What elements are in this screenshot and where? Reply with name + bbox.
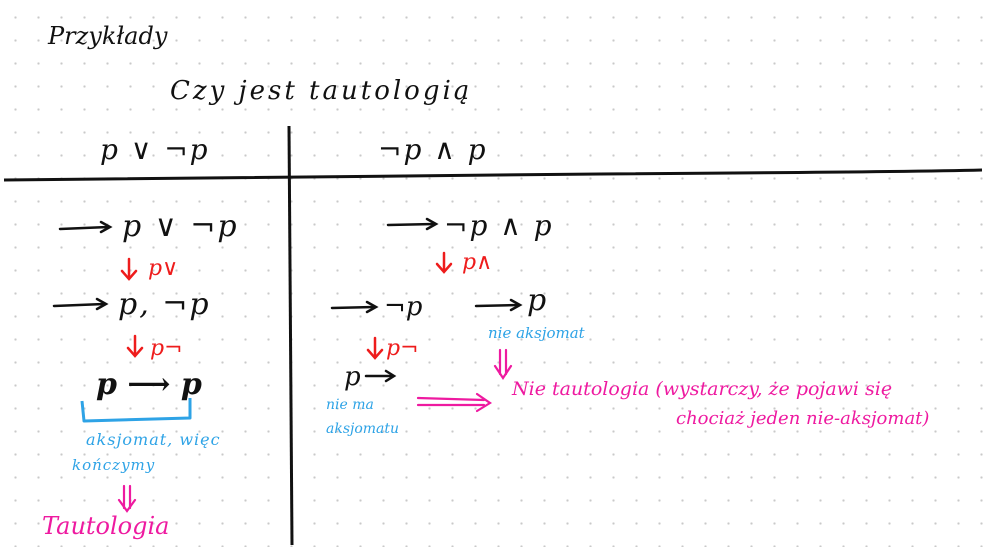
right-note-right: nie aksjomat <box>488 324 585 342</box>
right-conclusion-line2: chociaż jeden nie-aksjomat) <box>676 408 930 429</box>
right-conclusion-line1: Nie tautologia (wystarczy, że pojawi się <box>512 378 893 400</box>
arrow-icon <box>474 298 523 312</box>
implies-down-icon <box>117 484 137 513</box>
right-branch-left-end: p <box>344 362 361 392</box>
brace-icon <box>80 398 192 423</box>
right-note-left-line1: nie ma <box>326 397 374 413</box>
down-arrow-icon <box>120 257 138 281</box>
right-rule-left: p¬ <box>386 336 419 361</box>
left-note-line2: kończymy <box>72 456 156 474</box>
left-step3: p ⟶ p <box>96 367 202 402</box>
arrow-icon <box>330 300 379 314</box>
left-note-line1: aksjomat, więc <box>86 430 221 449</box>
left-column-header: p ∨ ¬p <box>100 133 210 166</box>
implies-down-icon <box>493 348 513 380</box>
right-rule1: p∧ <box>462 250 493 275</box>
arrow-icon <box>364 369 397 383</box>
right-branch-right: p <box>527 283 547 318</box>
page-heading: Przykłady <box>48 22 168 50</box>
down-arrow-icon <box>126 334 144 358</box>
arrow-icon <box>52 297 109 311</box>
arrow-icon <box>386 217 439 231</box>
implies-right-icon <box>416 392 493 413</box>
right-branch-left: ¬p <box>384 292 423 322</box>
right-note-left-line2: aksjomatu <box>326 421 400 437</box>
down-arrow-icon <box>366 336 384 360</box>
left-step1: p ∨ ¬p <box>122 209 239 244</box>
right-step1: ¬p ∧ p <box>444 209 554 242</box>
left-rule2: p¬ <box>150 336 183 361</box>
left-rule1: p∨ <box>148 256 179 281</box>
arrow-icon <box>58 220 113 234</box>
down-arrow-icon <box>435 251 453 274</box>
table-vertical-line <box>287 125 294 546</box>
left-step2: p, ¬p <box>118 287 211 322</box>
right-column-header: ¬p ∧ p <box>378 133 488 166</box>
left-conclusion: Tautologia <box>42 512 170 540</box>
question-title: Czy jest tautologią <box>170 76 473 106</box>
table-horizontal-line <box>3 168 983 182</box>
